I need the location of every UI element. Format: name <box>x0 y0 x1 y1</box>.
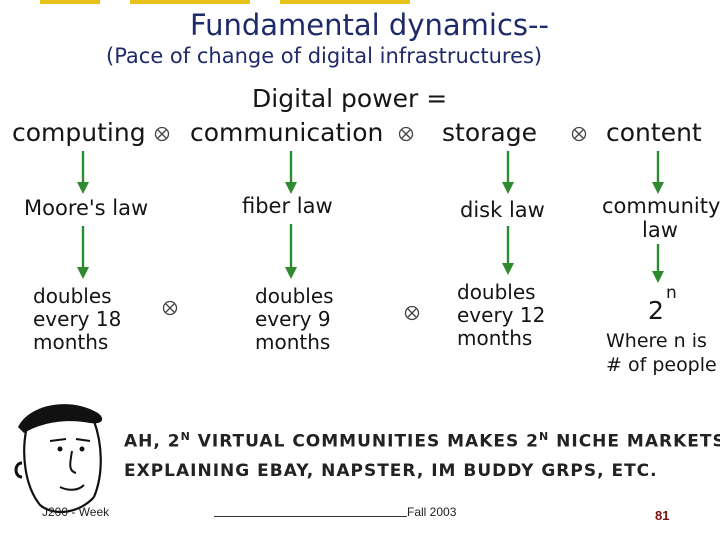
law-disk: disk law <box>460 198 545 222</box>
down-arrow-icon <box>501 226 515 276</box>
tensor-operator-icon <box>162 300 178 316</box>
rate-communication: doubles every 9 months <box>255 285 334 354</box>
cartoon-face-illustration <box>10 393 114 519</box>
caption-line-1: AH, 2N VIRTUAL COMMUNITIES MAKES 2N NICH… <box>124 430 720 452</box>
caption-line-2: EXPLAINING EBAY, NAPSTER, IM BUDDY GRPS,… <box>124 461 658 481</box>
term-content: content <box>606 118 702 147</box>
community-note: Where n is # of people <box>606 329 717 377</box>
footer-rule <box>214 516 407 517</box>
law-community: community law <box>602 194 718 242</box>
community-exponent: n <box>666 283 677 303</box>
down-arrow-icon <box>76 151 90 195</box>
down-arrow-icon <box>501 151 515 195</box>
down-arrow-icon <box>651 151 665 195</box>
law-fiber: fiber law <box>242 194 333 218</box>
rate-computing: doubles every 18 months <box>33 285 121 354</box>
footer-left: J200 - Week <box>42 505 109 519</box>
down-arrow-icon <box>651 244 665 284</box>
footer-center: Fall 2003 <box>407 505 456 519</box>
down-arrow-icon <box>284 151 298 195</box>
term-computing: computing <box>12 118 146 147</box>
equation-heading: Digital power = <box>252 84 447 113</box>
law-moores: Moore's law <box>24 196 148 220</box>
rate-storage: doubles every 12 months <box>457 281 545 350</box>
down-arrow-icon <box>284 224 298 280</box>
tensor-operator-icon <box>154 126 170 142</box>
community-base: 2 <box>648 296 664 325</box>
term-storage: storage <box>442 118 537 147</box>
tensor-operator-icon <box>398 126 414 142</box>
top-decoration <box>40 0 410 5</box>
tensor-operator-icon <box>571 126 587 142</box>
page-number: 81 <box>655 508 669 523</box>
tensor-operator-icon <box>404 305 420 321</box>
page-title: Fundamental dynamics-- <box>190 8 549 42</box>
term-communication: communication <box>190 118 383 147</box>
down-arrow-icon <box>76 226 90 280</box>
page-subtitle: (Pace of change of digital infrastructur… <box>106 44 542 68</box>
